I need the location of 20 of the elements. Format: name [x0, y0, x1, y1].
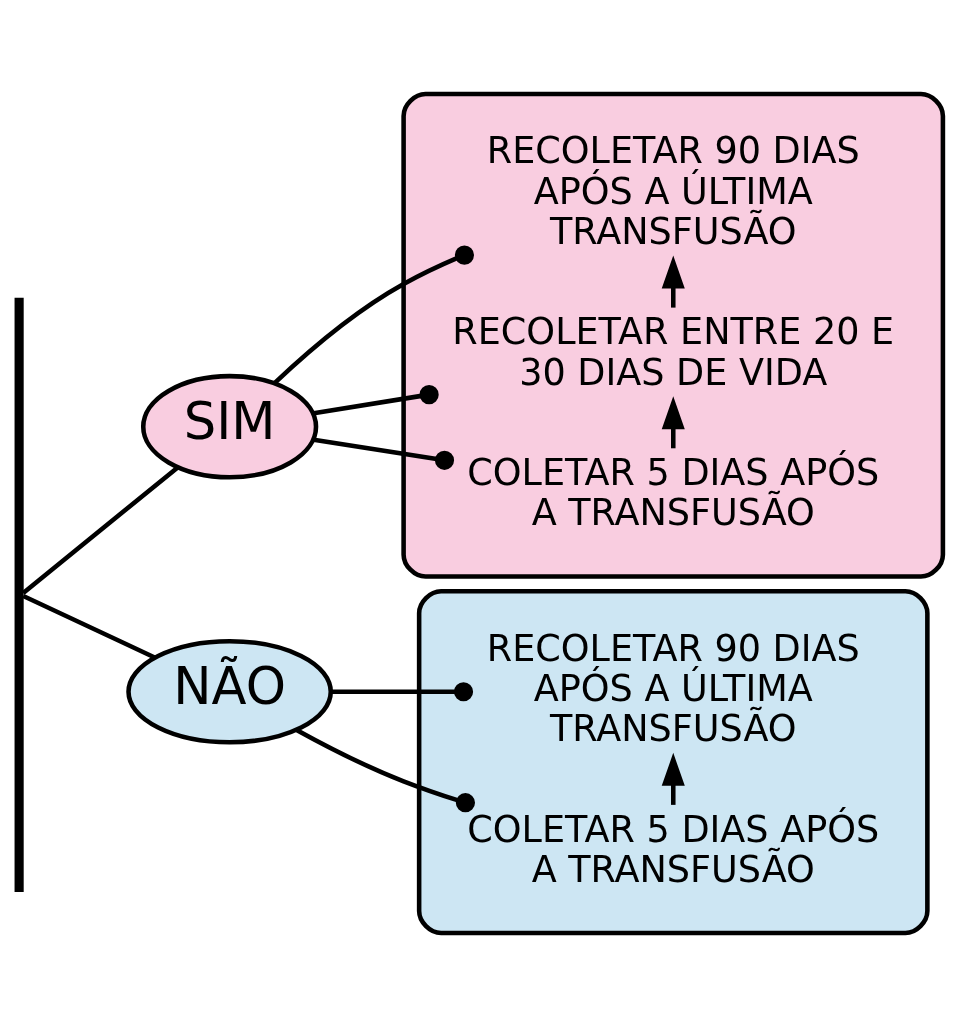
cluster: [401, 91, 946, 579]
connector: [313, 385, 439, 416]
node-text: COLETAR 5 DIAS APÓS A TRANSFUSÃO: [467, 451, 880, 535]
node-text: RECOLETAR 90 DIAS APÓS A ÚLTIMA TRANSFUSÃO: [486, 626, 860, 751]
arrow: [661, 396, 685, 449]
node-ellipse: SIM: [140, 373, 319, 480]
cluster: [416, 588, 930, 936]
connector: [313, 437, 455, 470]
node-bar: [14, 297, 24, 892]
node-text: RECOLETAR 90 DIAS APÓS A ÚLTIMA TRANSFUSÃO: [486, 129, 860, 253]
connector: [295, 727, 475, 813]
arrow: [661, 752, 685, 805]
node-ellipse: NÃO: [126, 638, 334, 745]
arrow: [661, 255, 685, 308]
node-text: RECOLETAR ENTRE 20 E 30 DIAS DE VIDA: [452, 310, 895, 394]
connector: [273, 245, 475, 385]
connector: [330, 682, 474, 702]
node-text: COLETAR 5 DIAS APÓS A TRANSFUSÃO: [467, 807, 880, 891]
connector: [22, 593, 156, 660]
connector: [21, 465, 180, 595]
